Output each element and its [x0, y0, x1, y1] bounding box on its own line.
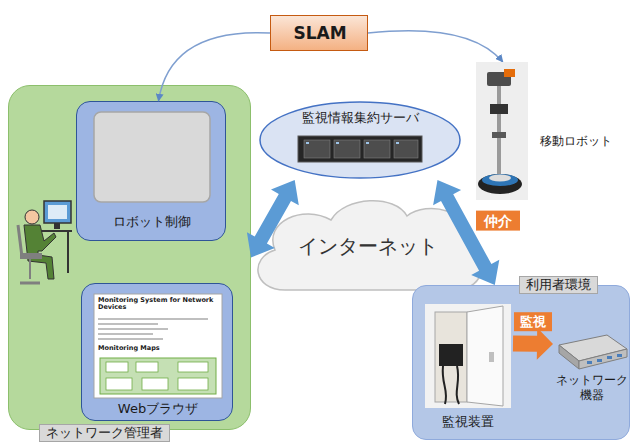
slam-link — [368, 31, 503, 62]
screen — [94, 112, 210, 202]
text-slot: 監視情報集約サーバ — [258, 110, 462, 126]
robot-control-box: ロボット制御 — [76, 101, 226, 241]
label-text: 移動ロボット — [540, 134, 630, 148]
browser-box: Webブラウザ Monitoring System for Network Dev… — [81, 283, 233, 421]
label-text: SLAM — [271, 23, 369, 43]
text-slot: インターネット — [245, 234, 490, 258]
label-text: 監視装置 — [423, 414, 513, 430]
text-slot: Webブラウザ — [82, 401, 234, 417]
label-text: 監視情報集約サーバ — [258, 110, 462, 126]
network-device-art — [553, 331, 631, 371]
monitoring-map — [100, 358, 216, 394]
text-slot: 利用者環境 — [519, 274, 629, 294]
text-slot: ネットワーク管理者 — [39, 422, 219, 442]
table-rows — [98, 318, 208, 340]
label-text: インターネット — [245, 234, 490, 258]
edge-label-slot: 仲介 — [476, 210, 520, 231]
text-slot: ネットワーク 機器 — [553, 373, 631, 403]
slam-box: SLAM — [270, 15, 368, 51]
mobile-robot: 移動ロボット — [470, 62, 634, 202]
administrator-icon — [14, 195, 74, 295]
user-environment-region: 利用者環境監視装置ネットワーク 機器 — [412, 285, 630, 440]
label-text: ネットワーク 機器 — [553, 373, 631, 403]
browser-screenshot — [94, 294, 222, 398]
label-text: Monitoring System for Network Devices — [98, 297, 220, 312]
mobile-robot-art — [470, 62, 534, 202]
edge-label: 仲介 — [476, 210, 520, 231]
label-text: ネットワーク管理者 — [39, 424, 170, 442]
text-slot: Monitoring Maps — [98, 345, 220, 353]
text-slot: Monitoring System for Network Devices — [98, 297, 220, 312]
label-text: Monitoring Maps — [98, 345, 220, 353]
text-slot: SLAM — [271, 23, 369, 43]
monitoring-device-art — [423, 304, 513, 410]
server-ellipse: 監視情報集約サーバ — [258, 100, 462, 180]
map-cells — [106, 362, 208, 390]
text-slot: 監視装置 — [423, 414, 513, 430]
network-device: ネットワーク 機器 — [553, 331, 631, 431]
monitoring-device: 監視装置 — [423, 304, 513, 436]
text-slot: 移動ロボット — [540, 134, 630, 148]
text-slot: ロボット制御 — [77, 214, 227, 230]
label-text: 利用者環境 — [519, 276, 598, 294]
server-rack — [298, 136, 422, 162]
label-text: Webブラウザ — [82, 401, 234, 417]
label-text: ロボット制御 — [77, 214, 227, 230]
